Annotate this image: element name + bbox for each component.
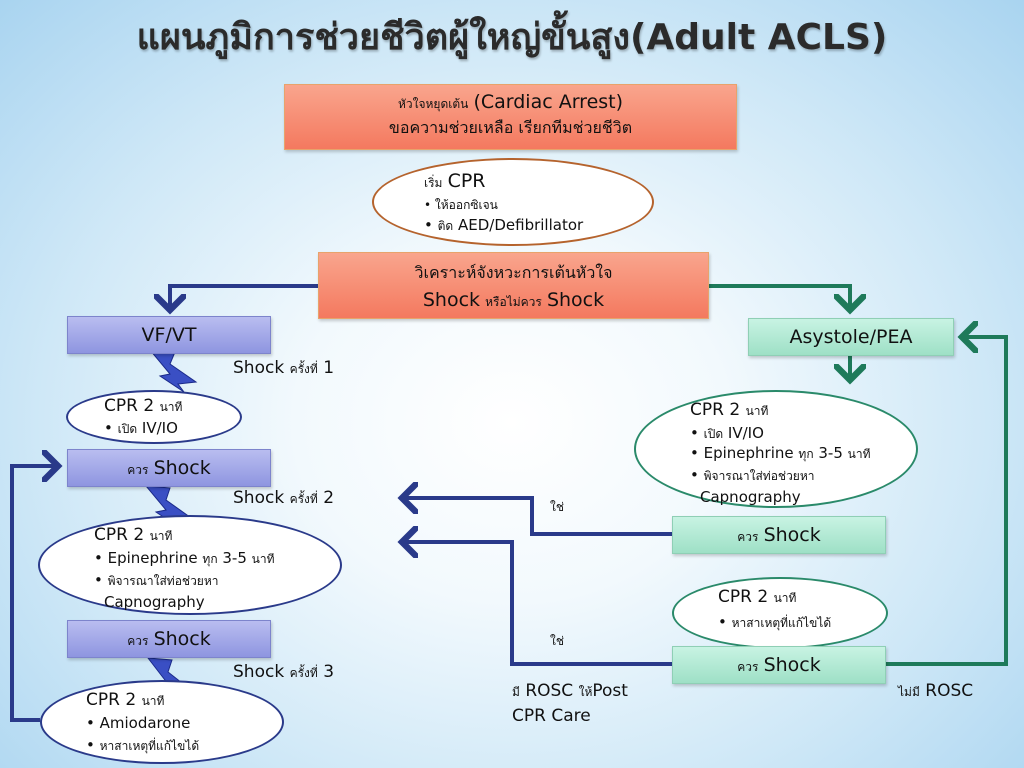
- left-should-shock-1: ควร Shock: [67, 449, 271, 487]
- left-should-shock-2: ควร Shock: [67, 620, 271, 658]
- left-cpr-oval-1: CPR 2 นาที • เปิด IV/IO: [66, 390, 242, 444]
- shock-round-1: Shock ครั้งที่ 1: [233, 358, 335, 378]
- right-should-shock-2: ควร Shock: [672, 646, 886, 684]
- yes-label-1: ใช่: [550, 500, 565, 514]
- give-oxygen: ให้ออกซิเจน: [434, 198, 498, 212]
- yes-label-2: ใช่: [550, 634, 565, 648]
- arrow-yes-1: [402, 498, 672, 536]
- cardiac-arrest-box: หัวใจหยุดเต้น (Cardiac Arrest) ขอความช่ว…: [284, 84, 737, 150]
- start-cpr-label: CPR: [447, 170, 486, 192]
- attach-th: ติด: [437, 219, 454, 233]
- arrow-to-vfvt: [170, 284, 318, 310]
- arrow-yes-2: [402, 542, 672, 666]
- cpr-care-label: CPR Care: [512, 706, 591, 726]
- vfvt-label: VF/VT: [141, 324, 197, 346]
- lightning-icon-1: [148, 349, 198, 393]
- start-th: เริ่ม: [424, 176, 443, 190]
- arrow-no-rosc-loop: [886, 337, 1008, 666]
- rosc-post-cpr: มี ROSC ให้Post: [512, 681, 628, 701]
- analyze-shock-2: Shock: [546, 289, 605, 311]
- analyze-rhythm-text: วิเคราะห์จังหวะการเต้นหัวใจ: [414, 263, 613, 282]
- no-rosc-label: ไม่มี ROSC: [898, 681, 974, 701]
- right-should-shock-1: ควร Shock: [672, 516, 886, 554]
- page-title: แผนภูมิการช่วยชีวิตผู้ใหญ่ขั้นสูง(Adult …: [136, 17, 888, 58]
- arrow-to-asystole: [708, 284, 850, 310]
- vfvt-box: VF/VT: [67, 316, 271, 354]
- analyze-rhythm-box: วิเคราะห์จังหวะการเต้นหัวใจ Shock หรือไม…: [318, 252, 709, 319]
- right-cpr-oval-2: CPR 2 นาที • หาสาเหตุที่แก้ไขได้: [672, 577, 888, 649]
- right-cpr-oval-1: CPR 2 นาที • เปิด IV/IO • Epinephrine ทุ…: [634, 390, 918, 508]
- left-cpr-oval-2: CPR 2 นาที • Epinephrine ทุก 3-5 นาที • …: [38, 515, 342, 615]
- aed-label: AED/Defibrillator: [458, 216, 584, 234]
- cardiac-arrest-en: (Cardiac Arrest): [473, 91, 624, 113]
- arrow-left-loop: [10, 466, 58, 722]
- start-cpr-oval: เริ่ม CPR • ให้ออกซิเจน • ติด AED/Defibr…: [372, 158, 654, 246]
- analyze-or-not: หรือไม่ควร: [485, 295, 542, 309]
- call-for-help: ขอความช่วยเหลือ เรียกทีมช่วยชีวิต: [388, 118, 633, 137]
- asystole-pea-label: Asystole/PEA: [789, 326, 913, 348]
- shock-round-3: Shock ครั้งที่ 3: [233, 662, 335, 682]
- left-cpr-oval-3: CPR 2 นาที • Amiodarone • หาสาเหตุที่แก้…: [40, 680, 284, 764]
- cardiac-arrest-th: หัวใจหยุดเต้น: [397, 97, 469, 111]
- asystole-pea-box: Asystole/PEA: [748, 318, 954, 356]
- analyze-shock-1: Shock: [422, 289, 481, 311]
- shock-round-2: Shock ครั้งที่ 2: [233, 488, 335, 508]
